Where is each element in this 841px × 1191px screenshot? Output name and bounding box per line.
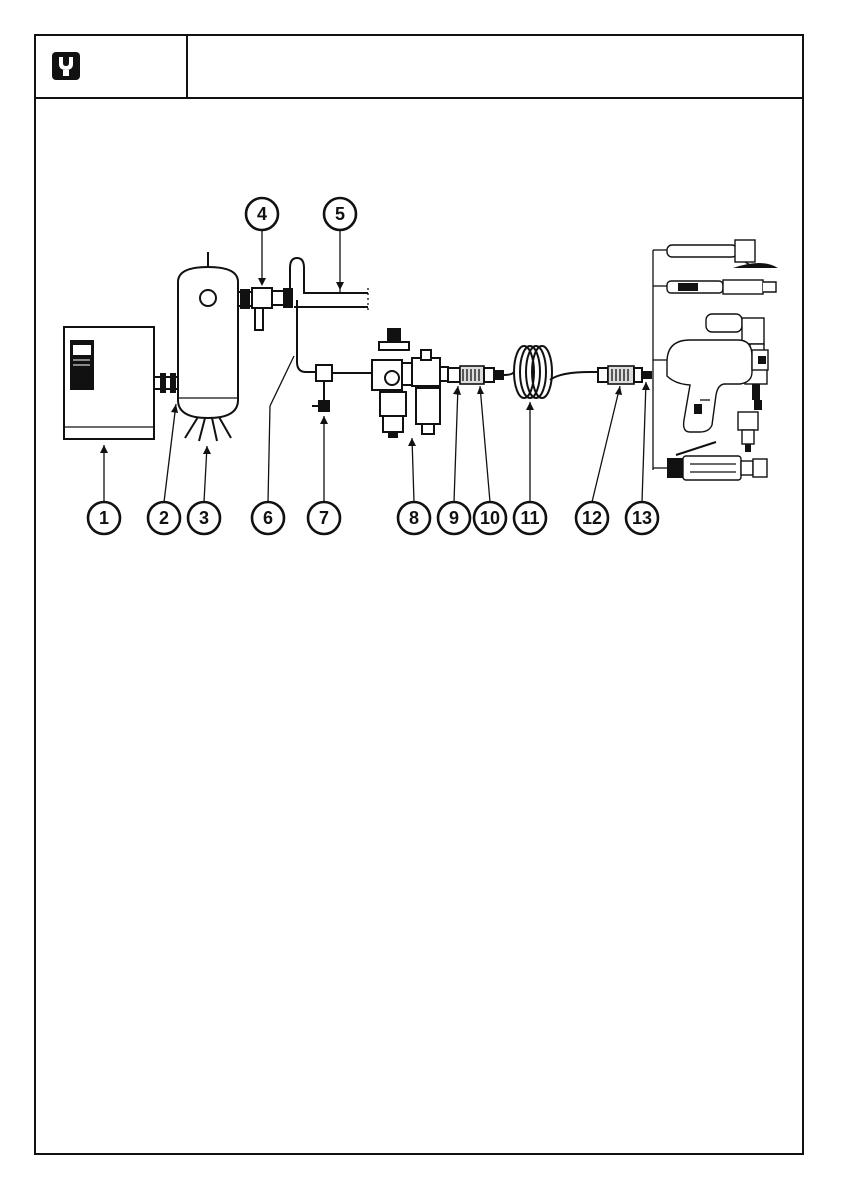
air-tools — [653, 240, 778, 480]
drop-line — [297, 300, 320, 372]
callout-label: 4 — [257, 204, 267, 224]
callout-7: 7 — [308, 502, 340, 534]
callout-label: 1 — [99, 508, 109, 528]
tool-coupler — [598, 366, 642, 384]
air-receiver-tank — [178, 252, 238, 418]
callout-label: 12 — [582, 508, 602, 528]
orbital-sander-icon — [667, 240, 778, 268]
coiled-air-hose — [514, 346, 600, 398]
callout-label: 8 — [409, 508, 419, 528]
callout-label: 2 — [159, 508, 169, 528]
callout-4: 4 — [246, 198, 278, 230]
compressor-outlet-fitting — [154, 373, 180, 393]
tool-nipple — [642, 371, 652, 379]
callout-label: 5 — [335, 204, 345, 224]
callout-label: 6 — [263, 508, 273, 528]
main-air-line — [290, 258, 368, 312]
compressor — [64, 327, 154, 439]
callout-12: 12 — [576, 502, 608, 534]
callout-11: 11 — [514, 502, 546, 534]
callout-label: 3 — [199, 508, 209, 528]
filter-regulator-lubricator — [372, 328, 448, 438]
tank-legs — [185, 417, 231, 441]
drain-valve — [312, 365, 372, 412]
callout-label: 7 — [319, 508, 329, 528]
callout-5: 5 — [324, 198, 356, 230]
die-grinder-icon — [667, 442, 767, 480]
callout-label: 11 — [520, 508, 539, 528]
hose-fitting — [494, 370, 514, 380]
quick-coupler — [448, 366, 494, 384]
callout-2: 2 — [148, 502, 180, 534]
callout-label: 9 — [449, 508, 459, 528]
callout-label: 13 — [632, 508, 652, 528]
callout-6: 6 — [252, 502, 284, 534]
shutoff-valve — [238, 288, 293, 330]
callout-9: 9 — [438, 502, 470, 534]
callout-label: 10 — [480, 508, 500, 528]
callout-13: 13 — [626, 502, 658, 534]
air-ratchet-icon — [667, 280, 776, 294]
callout-10: 10 — [474, 502, 506, 534]
callout-1: 1 — [88, 502, 120, 534]
callout-3: 3 — [188, 502, 220, 534]
callout-8: 8 — [398, 502, 430, 534]
